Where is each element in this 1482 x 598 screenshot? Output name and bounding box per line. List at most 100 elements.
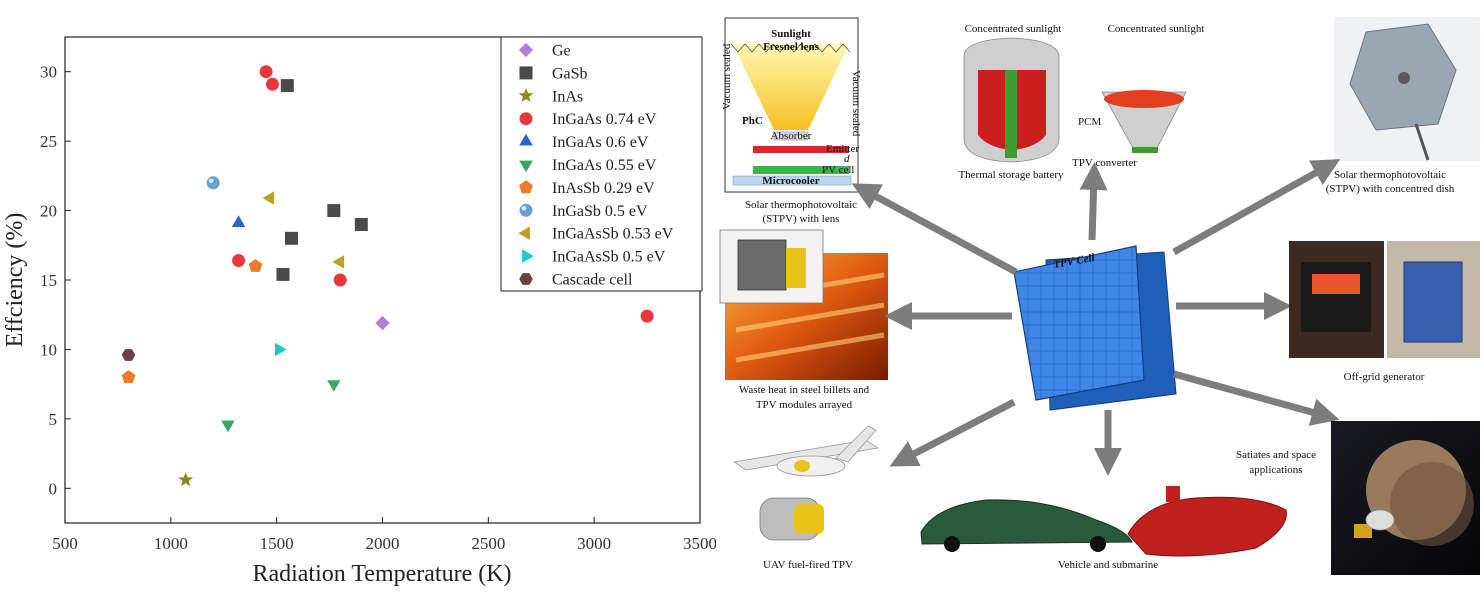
data-points [121,65,654,487]
point-inas [178,472,194,487]
y-axis-title: Effciency (%) [2,213,28,348]
billet-glow-2 [735,302,885,333]
tpv-panel-front [1013,245,1145,401]
billet-glow-3 [735,332,885,363]
storage-right-pcm [1104,90,1184,108]
dish-receiver [1398,72,1410,84]
pcm-label: PCM [1078,116,1101,128]
legend-label-ingasb-0-5-ev: InGaSb 0.5 eV [552,203,648,220]
waste-heat-photo: Waste heat in steel billets and TPV modu… [719,229,888,411]
uav-tail [835,425,877,463]
thermal-storage-caption: Thermal storage battery [958,169,1064,181]
legend-marker-inassb-0-29-ev [519,180,533,194]
point-gasb [354,218,368,231]
y-tick-label: 0 [49,479,58,498]
point-gasb [276,267,290,281]
point-ingaassb-0-53-ev [332,255,345,269]
legend-label-ge: Ge [552,43,571,60]
stpv-lens-diagram: Sunlight Fresnel lens Vacuum sealed Vacu… [721,17,862,225]
point-ingaas-0-55-ev [221,420,235,433]
legend-marker-inas [518,88,534,103]
absorber-label: Absorber [771,130,812,142]
point-inassb-0-29-ev [121,370,136,383]
spacecraft-body [1354,524,1372,538]
point-cascade-cell [121,349,136,361]
point-ingaas-0-74-ev [333,273,347,287]
point-ingaas-0-74-ev [232,254,246,268]
gap-label: d [844,153,850,165]
y-tick-label: 30 [40,63,57,82]
legend-label-cascade-cell: Cascade cell [552,272,633,289]
microcooler-layer [732,175,852,186]
stpv-lens-caption-line1: Solar thermophotovoltaic [745,199,857,211]
point-inassb-0-29-ev [248,259,263,272]
legend-label-ingaas-0-74-ev: InGaAs 0.74 eV [552,111,657,128]
point-gasb [285,231,298,245]
point-ingaas-0-6-ev [231,215,246,227]
thermal-storage-diagram: Concentrated sunlight Concentrated sunli… [958,23,1204,181]
waste-heat-caption-line1: Waste heat in steel billets and [739,384,870,396]
legend-marker-ingasb-0-5-ev [519,203,533,217]
legend-label-ingaassb-0-53-ev: InGaAsSb 0.53 eV [552,226,674,243]
vehicle-submarine-illustration: Vehicle and submarine [920,486,1287,571]
legend-marker-ingaas-0-74-ev [519,112,533,126]
pv-cell-layer [753,166,849,174]
x-tick-label: 2000 [366,534,400,553]
uav-wing [732,439,880,471]
legend-marker-ingasb-0-5-ev-highlight [521,206,527,211]
phc-label: PhC [742,115,763,127]
vehicle-wheel-front [944,536,960,552]
point-ingaas-0-74-ev [259,65,273,79]
uav-illustration: UAV fuel-fired TPV [732,425,880,571]
concentrated-sunlight-left-label: Concentrated sunlight [965,23,1062,35]
concentrated-sunlight-right-label: Concentrated sunlight [1108,23,1205,35]
x-tick-label: 1000 [154,534,188,553]
absorber-layer [773,131,809,141]
legend-label-ingaas-0-6-ev: InGaAs 0.6 eV [552,134,649,151]
arrow-to-stpv-lens [851,183,1018,276]
fresnel-lens-shape [730,43,851,53]
y-tick-label: 20 [40,202,57,221]
off-grid-photo: Off-grid generator [1289,241,1480,383]
arrow-to-thermal-storage [1079,162,1108,241]
satellite-caption-line1: Satiates and space [1236,449,1316,461]
legend-marker-ingaas-0-55-ev [519,160,533,173]
legend-marker-ge [518,42,534,58]
burner-cylinder [1403,261,1463,343]
legend-label-gasb: GaSb [552,65,588,82]
legend-label-inas: InAs [552,88,583,105]
uav-fuselage [776,455,846,477]
stove-body [1301,262,1371,332]
submarine-body [1127,496,1287,557]
spacecraft-dish [1365,509,1395,531]
storage-right-converter [1132,147,1158,153]
dish-support-pole [1414,123,1430,161]
vacuum-sealed-left-label: Vacuum sealed [721,43,733,110]
legend-label-inassb-0-29-ev: InAsSb 0.29 eV [552,180,655,197]
y-tick-label: 25 [40,132,57,151]
stpv-dish-photo: Solar thermophotovoltaic (STPV) with con… [1326,17,1480,195]
point-ingaassb-0-5-ev [274,342,287,357]
legend-marker-ingaas-0-6-ev [519,133,533,146]
legend-label-ingaassb-0-5-ev: InGaAsSb 0.5 eV [552,249,666,266]
sunlight-label: Sunlight [771,28,811,40]
satellite-caption-line2: applications [1249,464,1302,476]
emitter-layer [753,146,849,153]
satellite-photo: Satiates and space applications [1236,421,1480,575]
legend-marker-ingaassb-0-5-ev [522,249,534,263]
legend-marker-gasb [519,66,533,80]
arrow-to-satellite [1173,370,1340,426]
tpv-cell-panels: TPV Cell [1013,245,1177,411]
vehicle-body [920,499,1133,545]
vehicle-caption: Vehicle and submarine [1058,559,1158,571]
pv-cell-label: PV cell [822,164,855,176]
point-ingaas-0-74-ev [640,309,654,323]
x-axis-title: Radiation Temperature (K) [252,561,511,587]
legend-marker-cascade-cell [519,273,533,285]
point-gasb [327,204,341,218]
vacuum-sealed-right-label: Vacuum sealed [850,70,862,137]
y-tick-label: 15 [40,271,57,290]
